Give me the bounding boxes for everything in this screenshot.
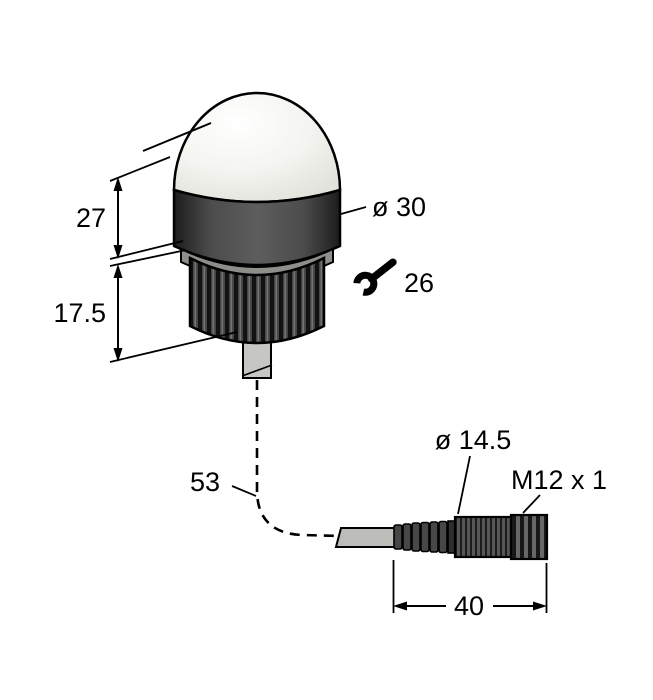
cable-dashed-path [255, 380, 342, 538]
cable-solid-end [334, 527, 397, 548]
knurled-nut [188, 255, 326, 345]
dome-lens [172, 91, 342, 204]
connector [334, 513, 549, 561]
dimension-dome-height: 27 [76, 156, 184, 260]
housing-band [172, 188, 342, 267]
dimension-dome-diameter: ø 30 [340, 192, 426, 222]
dimension-thread-spec: M12 x 1 [511, 465, 607, 514]
dome-highlight-line [142, 122, 212, 152]
dimension-connector-length: 40 [392, 560, 548, 621]
label-connector-diameter: ø 14.5 [435, 425, 512, 455]
connector-body [453, 515, 513, 559]
label-cable-length: 53 [190, 467, 220, 497]
strain-relief [393, 520, 448, 554]
label-base-height: 17.5 [53, 298, 106, 328]
dimension-connector-diameter: ø 14.5 [435, 425, 512, 515]
label-wrench-size: 26 [404, 268, 434, 298]
wrench-size: 26 [353, 258, 434, 298]
dimension-base-height: 17.5 [53, 249, 238, 363]
label-dome-diameter: ø 30 [372, 192, 426, 222]
connector-thread [509, 513, 549, 561]
wrench-icon [353, 258, 397, 296]
indicator-light [142, 91, 342, 379]
label-thread-spec: M12 x 1 [511, 465, 607, 495]
stem-break-line [241, 364, 273, 377]
label-dome-height: 27 [76, 203, 106, 233]
cable: 53 [190, 380, 342, 538]
label-connector-length: 40 [454, 591, 484, 621]
